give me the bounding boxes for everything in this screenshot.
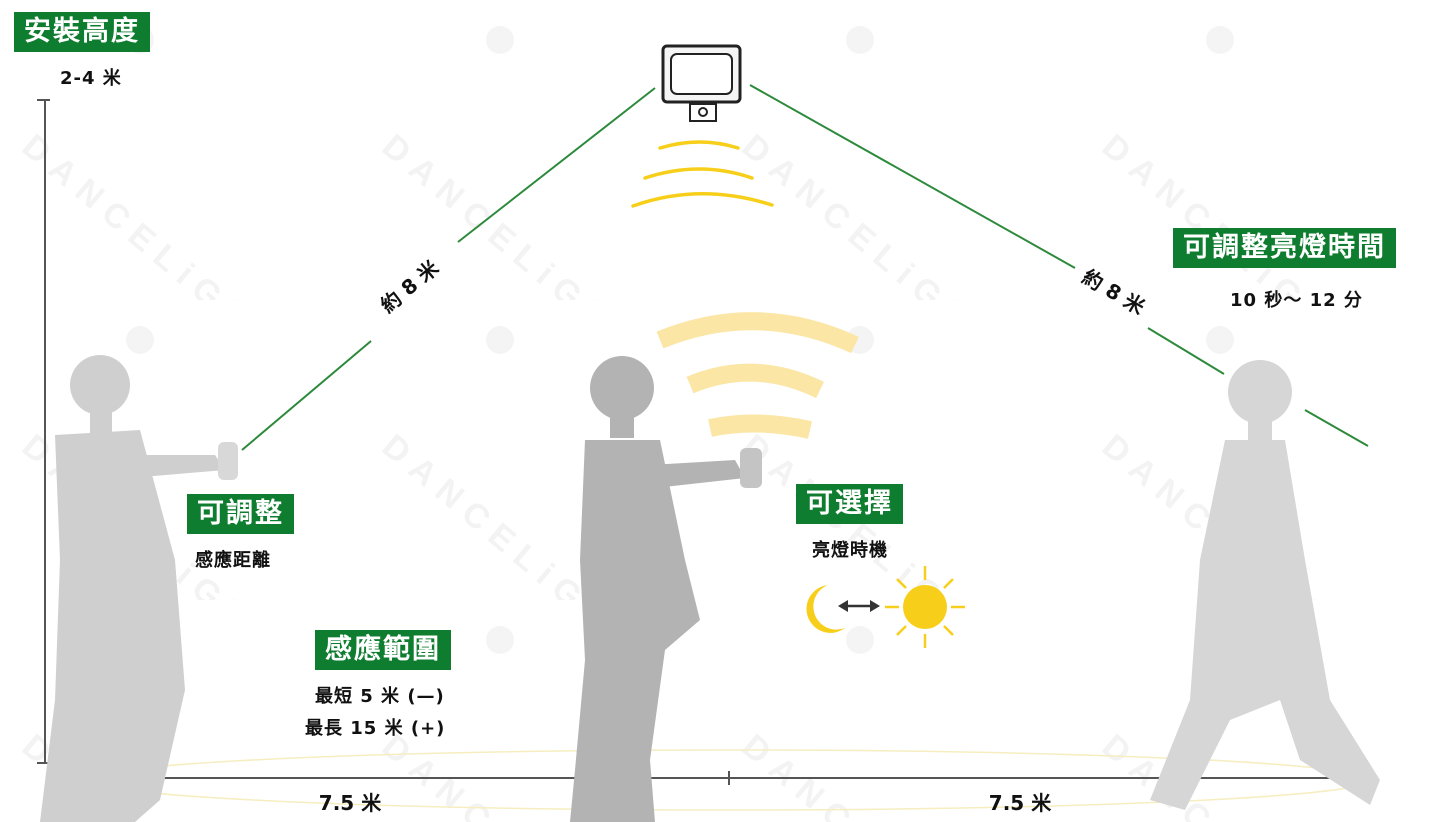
adjust-distance-value: 感應距離 bbox=[195, 550, 271, 571]
select-timing-value: 亮燈時機 bbox=[812, 540, 888, 561]
range-lines bbox=[241, 84, 1369, 451]
floodlight-sensor bbox=[661, 44, 742, 122]
light-duration-title: 可調整亮燈時間 bbox=[1173, 228, 1396, 268]
sensing-range-min: 最短 5 米 (—) bbox=[315, 686, 445, 707]
select-timing-title: 可選擇 bbox=[796, 484, 903, 524]
sensor-waves bbox=[631, 140, 774, 208]
person-middle bbox=[570, 356, 762, 822]
person-right bbox=[1150, 360, 1380, 810]
adjust-distance-title: 可調整 bbox=[187, 494, 294, 534]
moon-icon bbox=[806, 585, 845, 633]
light-duration-value: 10 秒～ 12 分 bbox=[1230, 290, 1363, 311]
double-arrow-icon bbox=[838, 600, 880, 612]
sensing-range-title: 感應範圍 bbox=[315, 630, 451, 670]
ground-left-label: 7.5 米 bbox=[319, 791, 382, 815]
remote-signal-waves bbox=[656, 312, 859, 439]
sensing-range-max: 最長 15 米 (+) bbox=[305, 718, 446, 739]
install-height-value: 2-4 米 bbox=[60, 68, 122, 89]
sun-icon bbox=[885, 566, 965, 648]
person-left bbox=[40, 355, 238, 822]
install-height-title: 安裝高度 bbox=[14, 12, 150, 52]
ground-right-label: 7.5 米 bbox=[989, 791, 1052, 815]
